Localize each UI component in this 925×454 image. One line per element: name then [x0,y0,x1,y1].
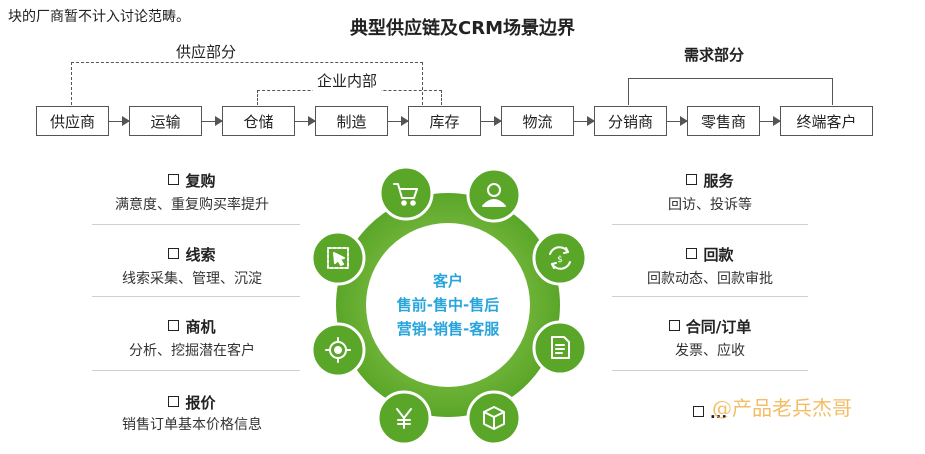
inner-circle [366,223,530,387]
document-icon [551,336,570,359]
watermark: @产品老兵杰哥 [712,396,852,420]
divider [92,296,300,297]
divider [92,224,300,225]
center-title: 客户 [432,272,463,290]
feature-title-leads: 线索 [92,244,292,265]
chain-distributor: 分销商 [594,106,667,136]
divider [612,296,808,297]
demand-bracket [628,78,833,105]
chain-retailer: 零售商 [687,106,760,136]
feature-title-service: 服务 [610,170,810,191]
feature-desc-leads: 线索采集、管理、沉淀 [122,271,262,287]
supply-label: 供应部分 [172,41,241,62]
chain-logistics: 物流 [501,106,574,136]
chain-arrow [295,116,316,126]
divider [612,370,808,371]
feature-desc-payment: 回款动态、回款审批 [647,271,773,287]
divider [612,224,808,225]
chain-end-customer: 终端客户 [780,106,873,136]
page-title: 典型供应链及CRM场景边界 [350,18,575,39]
feature-title-opportunity: 商机 [92,316,292,337]
chain-arrow [109,116,130,126]
yen-icon [396,408,412,429]
center-functions: 营销-销售-客服 [397,320,500,338]
center-stages: 售前-售中-售后 [397,296,499,314]
cart-icon [393,183,418,206]
chain-arrow [481,116,502,126]
intro-note: 块的厂商暂不计入讨论范畴。 [8,9,190,25]
chain-arrow [667,116,688,126]
feature-title-payment: 回款 [610,244,810,265]
feature-title-more: ... [610,404,810,422]
chain-warehouse: 仓储 [222,106,295,136]
divider [92,370,300,371]
chain-transport: 运输 [129,106,202,136]
chain-arrow [574,116,595,126]
feature-desc-service: 回访、投诉等 [668,197,752,213]
feature-title-repurchase: 复购 [92,170,292,191]
demand-label: 需求部分 [680,44,749,65]
person-icon [482,183,506,207]
feature-desc-contract: 发票、应收 [675,343,745,359]
chain-supplier: 供应商 [36,106,109,136]
chain-inventory: 库存 [408,106,481,136]
chain-arrow [760,116,781,126]
cart-node [378,165,434,221]
feature-title-quote: 报价 [92,392,292,413]
feature-desc-quote: 销售订单基本价格信息 [122,417,262,433]
cursor-select-icon [327,247,349,269]
cycle-payment-icon: $ [549,246,571,270]
svg-text:$: $ [557,255,563,265]
supply-bracket [71,62,423,105]
feature-desc-repurchase: 满意度、重复购买率提升 [115,197,269,213]
box-icon [483,406,505,430]
cycle-payment-node [532,230,588,286]
chain-arrow [388,116,409,126]
feature-title-contract: 合同/订单 [610,316,810,337]
internal-label: 企业内部 [313,70,382,91]
target-icon [325,337,351,363]
crm-ring-diagram: $ 客户 售前-售中-售后 营销-销售-客服 [310,165,588,446]
chain-manufacturing: 制造 [315,106,388,136]
feature-desc-opportunity: 分析、挖掘潜在客户 [129,343,255,359]
internal-bracket [257,90,442,105]
chain-arrow [202,116,223,126]
icon-nodes [310,165,588,446]
